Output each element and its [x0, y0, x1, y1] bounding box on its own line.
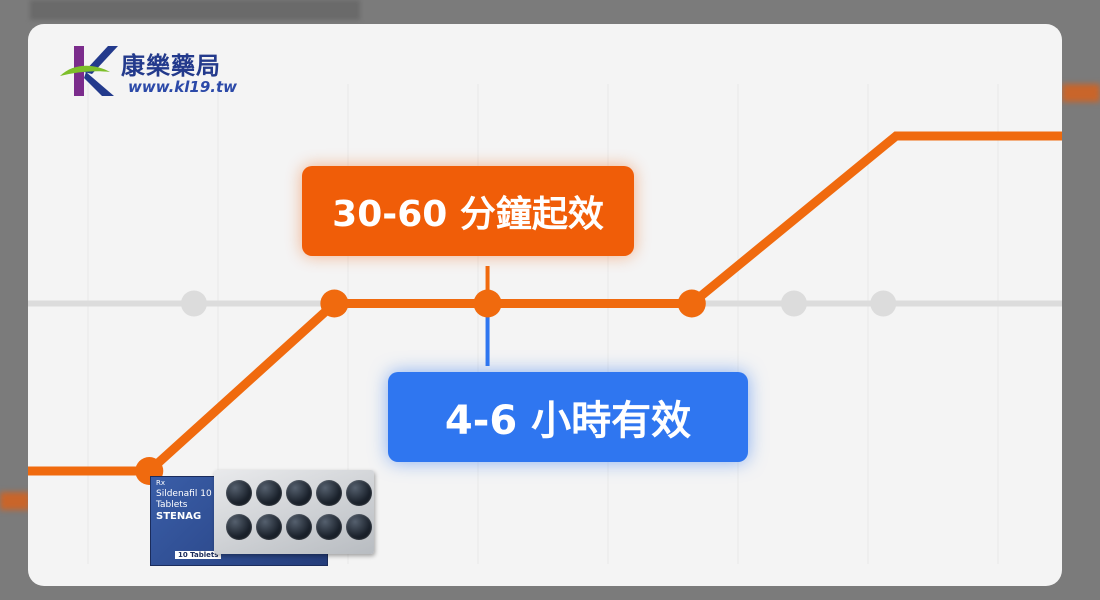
blister-pack [214, 470, 374, 554]
product-ingredient: Sildenafil 10 [156, 489, 212, 499]
pill [316, 480, 342, 506]
chart-inactive-point [180, 290, 207, 317]
store-website: www.kl19.tw [128, 78, 238, 96]
product-form: Tablets [156, 500, 188, 510]
rx-mark: Rx [156, 479, 166, 487]
chart-inactive-point [870, 290, 897, 317]
pill [286, 514, 312, 540]
pill [256, 480, 282, 506]
chart-point [677, 289, 706, 318]
store-logo: 康樂藥局 www.kl19.tw [58, 42, 258, 102]
effect-timeline-chart [28, 84, 1062, 564]
chart-inactive-points [180, 290, 897, 317]
product-count: 10 Tablets [175, 551, 222, 559]
pill [316, 514, 342, 540]
pill [346, 514, 372, 540]
chart-point [320, 289, 349, 318]
pill [256, 514, 282, 540]
product-brand: STENAG [156, 511, 202, 522]
store-name: 康樂藥局 [121, 52, 221, 80]
chart-point [473, 289, 502, 318]
chart-highlight-points [135, 289, 706, 485]
product-image: Rx Sildenafil 10 Tablets STENAG 10 Table… [150, 470, 378, 566]
background-blurred-text [30, 0, 360, 20]
pill [346, 480, 372, 506]
chart-inactive-point [780, 290, 807, 317]
k-leaf-logo-icon [60, 46, 118, 96]
onset-callout: 30-60 分鐘起效 [302, 166, 634, 256]
background-orange-right [1062, 84, 1100, 102]
pill [226, 514, 252, 540]
duration-callout: 4-6 小時有效 [388, 372, 748, 462]
pill [226, 480, 252, 506]
infographic-card: 康樂藥局 www.kl19.tw 30-60 分鐘起效 4-6 小時有效 Rx … [28, 24, 1062, 586]
background-orange-left [0, 492, 30, 510]
pill [286, 480, 312, 506]
